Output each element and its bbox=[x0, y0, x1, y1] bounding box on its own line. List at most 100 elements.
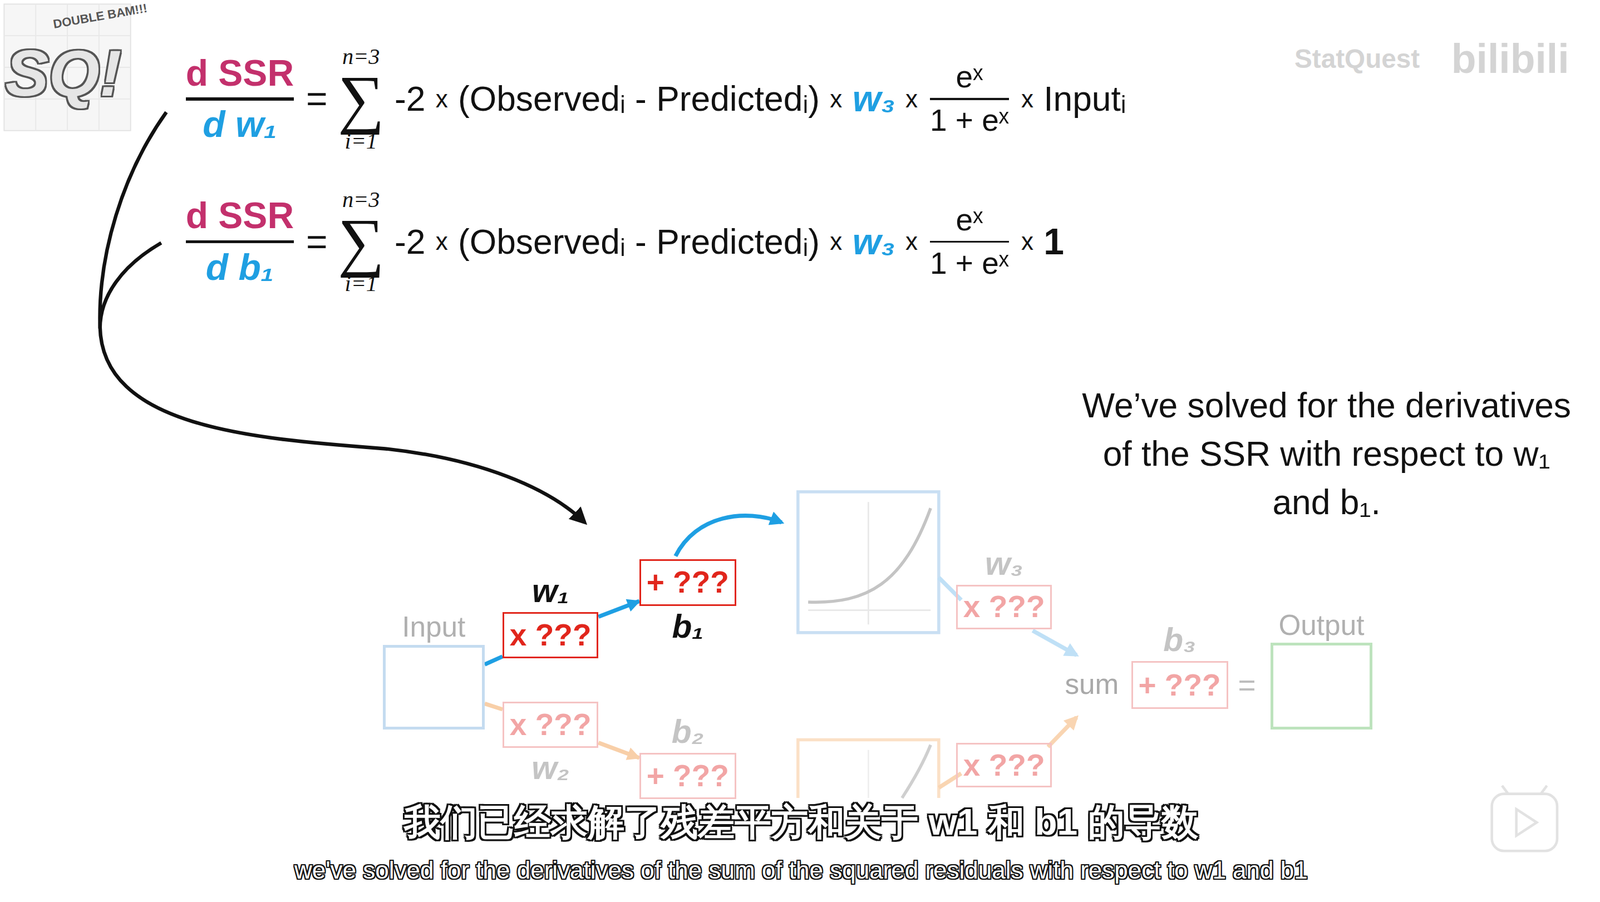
bias-box: b₂+ ??? bbox=[639, 752, 737, 800]
summation: n=3∑i=1 bbox=[337, 45, 385, 153]
box-text: x ??? bbox=[509, 707, 592, 743]
connector-line bbox=[938, 577, 962, 600]
formula-term: x bbox=[905, 227, 918, 256]
fraction: eˣ 1 + eˣ bbox=[927, 202, 1011, 282]
label-holder: = bbox=[1238, 668, 1257, 704]
text-holder: x ??? bbox=[509, 617, 592, 653]
formula-term: x bbox=[1021, 227, 1034, 256]
formula-term: x bbox=[829, 227, 843, 256]
weight-box: x ??? bbox=[956, 742, 1052, 789]
label-holder: SQ! bbox=[5, 36, 122, 112]
logo-mark: SQ! bbox=[5, 36, 122, 112]
text-holder: x ??? bbox=[509, 707, 592, 743]
pointer-arrow bbox=[99, 112, 585, 523]
input-box: Input bbox=[382, 645, 485, 730]
box-text: x ??? bbox=[509, 617, 592, 653]
formula-row: d SSR d w₁ =n=3∑i=1-2 x (Observedᵢ - Predict… bbox=[183, 45, 1127, 153]
fraction-numerator: d SSR bbox=[185, 52, 294, 95]
formula-term: Inputᵢ bbox=[1043, 79, 1126, 120]
summation-sign: ∑ bbox=[337, 67, 385, 130]
connector bbox=[484, 656, 503, 665]
play-icon-frame bbox=[1492, 794, 1558, 852]
weight-box: x ???w₂ bbox=[502, 701, 599, 748]
label-holder: bilibili bbox=[1451, 35, 1570, 83]
formula-term: x bbox=[1021, 85, 1034, 114]
softplus-curve bbox=[808, 508, 931, 603]
box-heading: b₂ bbox=[671, 712, 704, 751]
formula-term: (Observedᵢ - Predictedᵢ) bbox=[458, 79, 820, 120]
fraction: eˣ 1 + eˣ bbox=[927, 59, 1011, 139]
summation: n=3∑i=1 bbox=[337, 188, 385, 295]
formula-term: -2 bbox=[394, 222, 426, 263]
text-holder: b₃ bbox=[1133, 621, 1227, 659]
activation-plot bbox=[798, 739, 939, 799]
text-holder: b₂ bbox=[641, 712, 735, 751]
play-icon-ears bbox=[1502, 785, 1548, 795]
box-text: + ??? bbox=[646, 758, 730, 794]
formula-term: w₃ bbox=[852, 220, 896, 264]
box-heading: b₃ bbox=[1163, 621, 1196, 659]
label-holder: We’ve solved for the derivatives of the … bbox=[1081, 381, 1572, 528]
formula-term: = bbox=[306, 220, 328, 264]
fraction-numerator: d SSR bbox=[185, 194, 294, 238]
note-text: We’ve solved for the derivatives of the … bbox=[1081, 381, 1572, 528]
connector-arrow bbox=[1047, 717, 1077, 747]
connector bbox=[484, 704, 503, 710]
label-holder: 我们已经求解了残差平方和关于 w1 和 b1 的导数 bbox=[404, 801, 1198, 844]
text-holder: w₃ bbox=[957, 544, 1051, 583]
output-box: Output bbox=[1270, 642, 1373, 730]
subtitle: we've solved for the derivatives of the … bbox=[294, 856, 1308, 885]
connector bbox=[598, 601, 640, 617]
text-holder: + ??? bbox=[646, 564, 730, 600]
text-holder: x ??? bbox=[963, 747, 1046, 784]
text-holder: + ??? bbox=[646, 758, 730, 794]
pointer-arrow bbox=[100, 242, 162, 329]
fraction-denominator: 1 + eˣ bbox=[929, 102, 1009, 139]
sum-label: sum bbox=[1064, 668, 1119, 702]
summation-sign: ∑ bbox=[337, 210, 385, 273]
fraction-numerator: eˣ bbox=[956, 59, 984, 95]
play-icon-triangle bbox=[1516, 809, 1538, 836]
formula-term: (Observedᵢ - Predictedᵢ) bbox=[458, 222, 820, 263]
box-heading: w₃ bbox=[985, 544, 1023, 583]
fraction-bar bbox=[185, 240, 294, 244]
softplus-curve bbox=[902, 745, 931, 799]
fraction-denominator: 1 + eˣ bbox=[929, 245, 1009, 282]
label-holder: we've solved for the derivatives of the … bbox=[294, 856, 1308, 885]
summation-limit: n=3 bbox=[342, 188, 381, 211]
connector bbox=[598, 742, 640, 758]
text-holder: Input bbox=[385, 610, 482, 644]
fraction-bar bbox=[929, 240, 1009, 244]
formula-term: -2 bbox=[394, 79, 426, 120]
plot-axes bbox=[867, 750, 870, 799]
formula-term: w₃ bbox=[852, 77, 896, 121]
fraction-denominator: d w₁ bbox=[202, 103, 277, 146]
summation-limit: n=3 bbox=[342, 45, 381, 68]
fraction: d SSR d w₁ bbox=[183, 52, 297, 146]
label-holder: sum bbox=[1064, 668, 1119, 702]
activation-arrow bbox=[675, 515, 782, 557]
summation-limit: i=1 bbox=[344, 272, 378, 295]
label-holder: StatQuest bbox=[1294, 43, 1420, 75]
text-holder: x ??? bbox=[963, 589, 1046, 625]
plot-axes bbox=[808, 501, 931, 625]
box-heading: Output bbox=[1278, 608, 1365, 642]
formula-row: d SSRd b₁=n=3∑i=1-2x(Observedᵢ - Predict… bbox=[183, 188, 1065, 295]
box-heading: w₂ bbox=[531, 749, 570, 787]
formula-term: x bbox=[435, 227, 448, 256]
fraction-numerator: eˣ bbox=[956, 202, 984, 238]
box-heading: Input bbox=[401, 610, 466, 644]
box-heading: w₁ bbox=[532, 572, 569, 610]
logo-text: DOUBLE BAM!!! bbox=[51, 1, 149, 32]
subtitle: 我们已经求解了残差平方和关于 w1 和 b1 的导数 bbox=[404, 801, 1198, 844]
label-holder: DOUBLE BAM!!! bbox=[51, 1, 149, 32]
formula-term: = bbox=[306, 77, 328, 121]
box-text: x ??? bbox=[963, 747, 1046, 784]
fraction: d SSRd b₁ bbox=[183, 194, 297, 289]
box-text: + ??? bbox=[646, 564, 730, 600]
formula-term: x bbox=[905, 85, 918, 114]
watermark: StatQuest bbox=[1294, 43, 1420, 75]
formula-term: x bbox=[435, 85, 448, 114]
fraction-bar bbox=[185, 97, 294, 101]
